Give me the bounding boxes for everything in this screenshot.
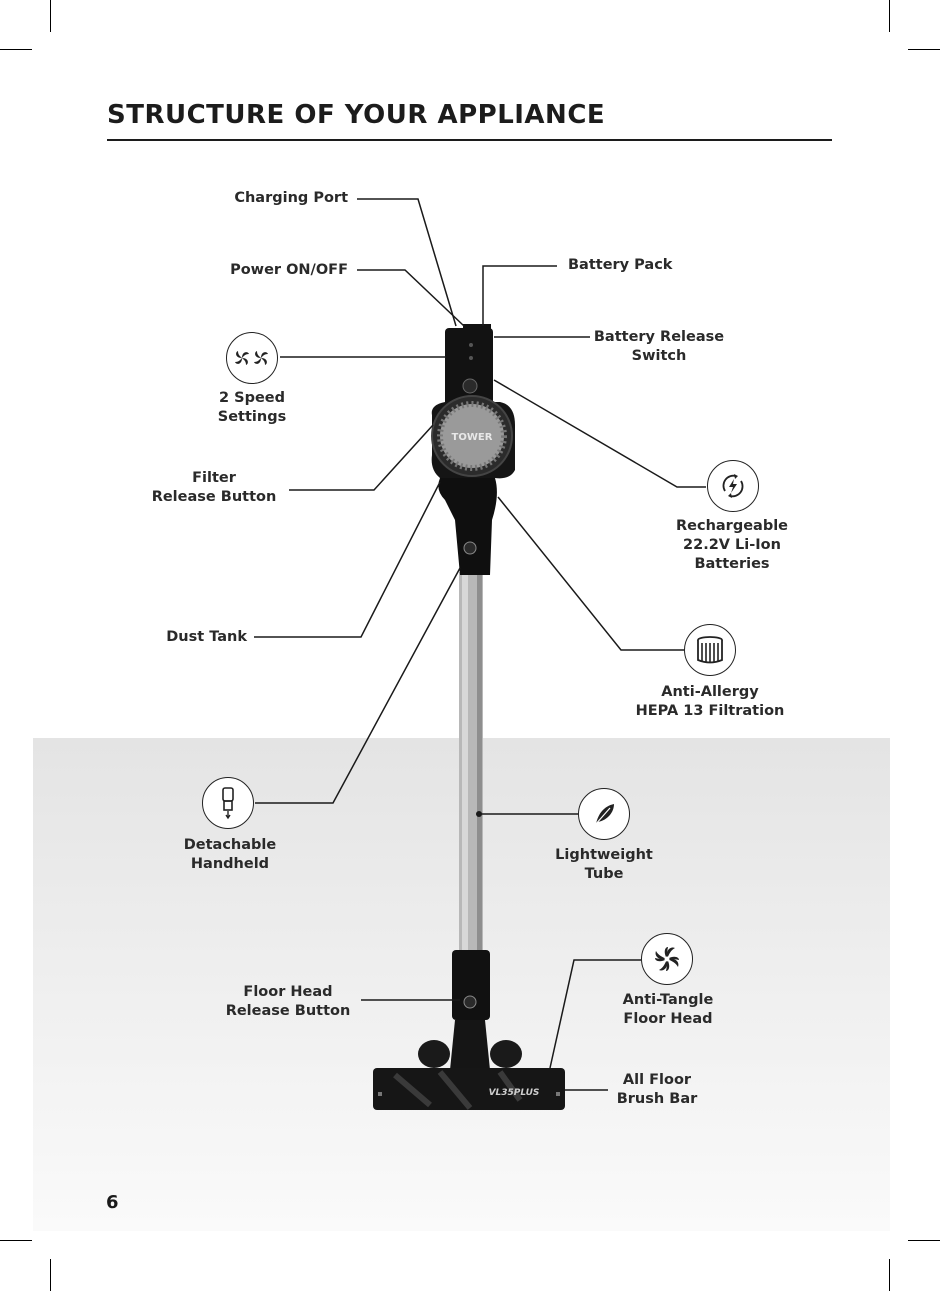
handheld-icon (202, 777, 254, 829)
model-name: VL35PLUS (489, 1088, 540, 1098)
label-anti-allergy-hepa: Anti-Allergy HEPA 13 Filtration (635, 684, 785, 719)
crop-mark (908, 49, 940, 50)
label-anti-tangle-floor-head: Anti-Tangle Floor Head (622, 992, 714, 1027)
label-power-on-off: Power ON/OFF (230, 262, 348, 278)
page-title: STRUCTURE OF YOUR APPLIANCE (107, 100, 606, 130)
hepa-filter-icon (684, 624, 736, 676)
page-number: 6 (106, 1192, 119, 1213)
label-floor-head-release-button: Floor Head Release Button (225, 984, 351, 1019)
title-rule (107, 139, 832, 141)
crop-mark (0, 49, 32, 50)
label-battery-release-switch: Battery Release Switch (593, 329, 725, 364)
label-all-floor-brush-bar: All Floor Brush Bar (616, 1072, 698, 1107)
fan-speed-icon (226, 332, 278, 384)
crop-mark (0, 1240, 32, 1241)
label-dust-tank: Dust Tank (166, 629, 247, 645)
feather-icon (578, 788, 630, 840)
label-rechargeable-batteries: Rechargeable 22.2V Li-Ion Batteries (675, 518, 789, 572)
crop-mark (50, 1259, 51, 1291)
label-lightweight-tube: Lightweight Tube (555, 847, 653, 882)
turbine-icon (641, 933, 693, 985)
crop-mark (50, 0, 51, 32)
label-battery-pack: Battery Pack (568, 257, 673, 273)
label-detachable-handheld: Detachable Handheld (183, 837, 277, 872)
crop-mark (908, 1240, 940, 1241)
crop-mark (889, 1259, 890, 1291)
label-filter-release-button: Filter Release Button (151, 470, 277, 505)
recharge-bolt-icon (707, 460, 759, 512)
crop-mark (889, 0, 890, 32)
label-charging-port: Charging Port (234, 190, 348, 206)
label-2-speed-settings: 2 Speed Settings (217, 390, 287, 425)
brand-logo: TOWER (452, 432, 493, 443)
